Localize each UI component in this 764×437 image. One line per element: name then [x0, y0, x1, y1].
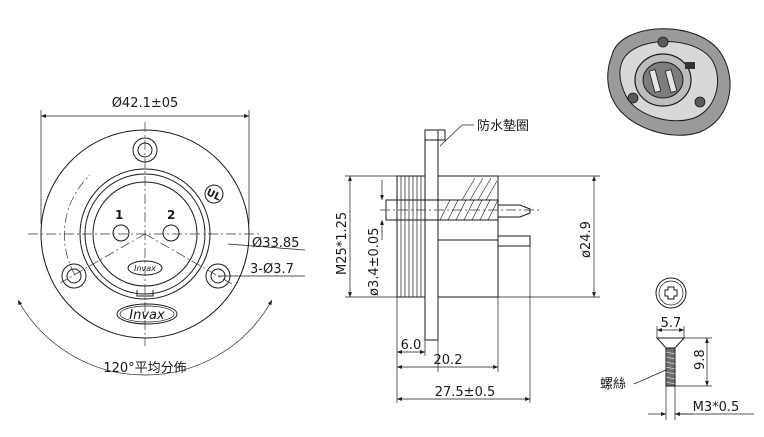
dim-len-b: 20.2	[434, 353, 463, 368]
dim-len-a: 6.0	[401, 338, 422, 353]
mounting-hole-left	[61, 263, 87, 289]
key-notch	[136, 290, 154, 297]
brand-oval-small	[127, 260, 163, 276]
leader-pcd	[227, 243, 306, 251]
rear-terminal	[498, 235, 531, 247]
mounting-hole-top	[132, 137, 158, 163]
leader-gasket	[439, 124, 463, 147]
leader-screw	[633, 369, 667, 385]
pcd-arc	[64, 174, 91, 276]
rear-body	[437, 175, 499, 298]
angle-note: 120°平均分佈	[103, 360, 186, 376]
screw-thread-marks	[665, 351, 676, 385]
dim-screw-length: 9.8	[693, 349, 708, 370]
dim-screw-thread: M3*0.5	[693, 400, 740, 415]
screw-head-top-outer	[655, 277, 687, 309]
brand-small-text: Invax	[134, 264, 156, 273]
dim-screw-head: 5.7	[661, 316, 682, 331]
front-view: 1 2 Invax Invax UL Ø42.1±05 Ø33.85 3-Ø3.…	[17, 96, 306, 376]
flange-plate	[424, 129, 439, 341]
pin-2-contact	[162, 224, 180, 242]
ul-mark: UL	[204, 184, 224, 204]
hole-centerline-left	[59, 233, 146, 284]
threaded-body	[396, 175, 426, 298]
phillips-cross-icon	[664, 286, 678, 300]
pin-1-contact	[112, 224, 130, 242]
iso-connector-image	[607, 28, 731, 136]
screw-label: 螺絲	[600, 377, 626, 392]
thread-lines	[400, 176, 422, 297]
side-view: 防水墊圈 M25*1.25 ø3.4±0.05 ø24.9 6.0 20.2 2…	[335, 118, 600, 403]
gasket-tab	[424, 129, 446, 141]
body-hatching-top	[461, 177, 498, 201]
dim-pcd: Ø33.85	[252, 236, 299, 251]
solder-cup	[498, 204, 531, 218]
dim-pin-diameter: ø3.4±0.05	[367, 228, 382, 296]
pin-2-label: 2	[167, 208, 175, 222]
screw-head-top-inner	[658, 280, 684, 306]
pin-1-label: 1	[115, 208, 123, 222]
gasket-label: 防水墊圈	[477, 118, 529, 134]
dim-outer-diameter: Ø42.1±05	[112, 96, 179, 111]
screw-view: 5.7 9.8 M3*0.5 螺絲	[600, 277, 754, 420]
angle-arc	[17, 299, 273, 376]
brand-oval-large-inner	[119, 305, 175, 323]
dim-len-total: 27.5±0.5	[435, 385, 496, 400]
brand-large-text: Invax	[129, 308, 165, 323]
screw-head-side	[655, 337, 686, 349]
hole-centerline-right	[144, 233, 233, 285]
dim-holes: 3-Ø3.7	[250, 262, 294, 277]
dim-thread: M25*1.25	[335, 212, 350, 275]
rear-sleeve	[437, 239, 499, 298]
dim-body-diameter: ø24.9	[579, 221, 594, 258]
